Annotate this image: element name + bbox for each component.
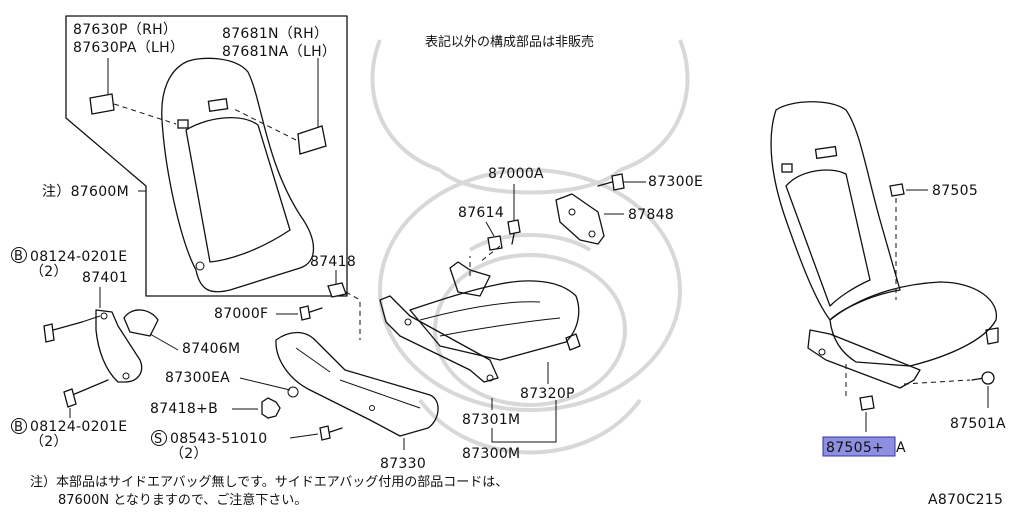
cover-87505-icon (889, 183, 905, 197)
header-note: 表記以外の構成部品は非販売 (425, 34, 594, 50)
bracket-87848 (555, 193, 605, 245)
label-87681N[interactable]: 87681N（RH） (222, 26, 328, 42)
seat-cushion-frame (379, 256, 581, 383)
bolt-bottom-callout: B 08124-0201E （2） (11, 418, 127, 450)
label-87300M[interactable]: 87300M (462, 446, 520, 462)
highlighted-part-87505A[interactable]: 87505+ A (822, 436, 906, 457)
assembled-seat (770, 101, 999, 389)
screw-mark: S (154, 432, 162, 447)
diagram-code: A870C215 (928, 492, 1003, 508)
bolt-87300E-icon (597, 173, 625, 191)
label-87630P[interactable]: 87630P（RH） (73, 22, 177, 38)
label-87501A[interactable]: 87501A (950, 416, 1006, 432)
label-87401[interactable]: 87401 (82, 270, 128, 286)
label-bolt-bottom-qty: （2） (30, 434, 68, 450)
label-87320P[interactable]: 87320P (520, 386, 575, 402)
bracket-87401 (95, 309, 143, 383)
bolt-top-mark: B (14, 249, 23, 264)
label-87406M[interactable]: 87406M (182, 341, 240, 357)
seat-back-inset: 87630P（RH） 87630PA（LH） 87681N（RH） 87681N… (65, 15, 348, 297)
bolt-87000A-icon (507, 219, 521, 245)
label-87681NA[interactable]: 87681NA（LH） (222, 44, 336, 60)
label-87330[interactable]: 87330 (380, 456, 426, 472)
label-87600M[interactable]: 注）87600M (42, 184, 129, 200)
bolt-top-callout: B 08124-0201E （2） (11, 247, 127, 280)
label-87000A[interactable]: 87000A (488, 166, 544, 182)
label-87300EA[interactable]: 87300EA (165, 370, 230, 386)
bolt-87501A-icon (971, 371, 995, 385)
screw-callout: S 08543-51010 （2） (151, 430, 267, 462)
label-87848[interactable]: 87848 (628, 207, 674, 223)
label-bolt-top[interactable]: 08124-0201E (30, 249, 127, 265)
label-87418[interactable]: 87418 (310, 254, 356, 270)
washer-87300EA-icon (287, 386, 299, 398)
bolt-bottom-mark: B (14, 420, 23, 435)
label-87301M[interactable]: 87301M (462, 412, 520, 428)
side-cover-87330 (275, 331, 439, 437)
label-87630PA[interactable]: 87630PA（LH） (73, 40, 184, 56)
label-87300E[interactable]: 87300E (648, 174, 703, 190)
label-87418B[interactable]: 87418+B (150, 401, 218, 417)
cover-87406M (123, 309, 159, 337)
label-screw-qty: （2） (170, 446, 208, 462)
label-bolt-top-qty: （2） (30, 264, 68, 280)
label-87505A-code[interactable]: 87505+ (826, 440, 884, 456)
label-87614[interactable]: 87614 (458, 205, 504, 221)
footer-note-line2: 87600N となりますので、ご注意下さい。 (58, 492, 307, 508)
bolt-bottom-icon (63, 379, 109, 408)
label-87000F[interactable]: 87000F (214, 306, 268, 322)
label-bolt-bottom[interactable]: 08124-0201E (30, 419, 127, 435)
label-87505A-suffix[interactable]: A (896, 440, 906, 456)
label-87505[interactable]: 87505 (932, 183, 978, 199)
knob-87418B-icon (261, 397, 281, 419)
screw-87000F-icon (299, 305, 323, 321)
cover-87505A-icon (859, 395, 875, 411)
collar-87614-icon (487, 235, 503, 251)
bolt-top-icon (43, 315, 101, 343)
footer-note-line1: 注）本部品はサイドエアバッグ無しです。サイドエアバッグ付用の部品コードは、 (30, 475, 508, 490)
clip-87418-icon (327, 282, 347, 298)
bezel-right-icon (297, 125, 327, 155)
label-screw[interactable]: 08543-51010 (170, 431, 267, 447)
bezel-left-icon (89, 93, 115, 115)
screw-08543-icon (319, 425, 343, 441)
